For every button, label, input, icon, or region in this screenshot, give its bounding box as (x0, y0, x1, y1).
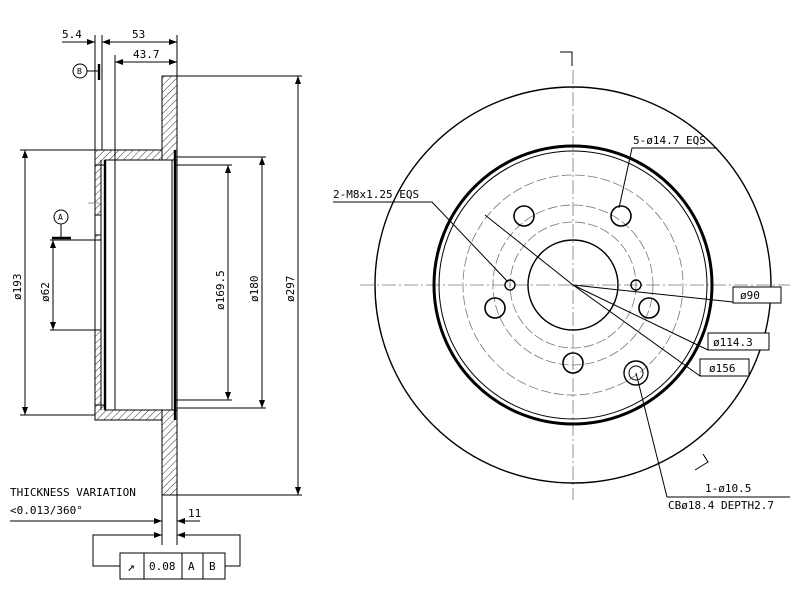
hat-wall-upper (94, 164, 102, 216)
runout-tolerance-frame: ↗ 0.08 A B (119, 552, 226, 580)
svg-text:0.08: 0.08 (149, 560, 176, 573)
center-bore (527, 239, 619, 331)
runout-icon: ↗ (127, 560, 135, 575)
datum-a: A (52, 209, 71, 240)
bolt-holes-label: 5-ø14.7 EQS (633, 134, 706, 147)
hat-wall-mid (94, 234, 102, 241)
front-view: 5-ø14.7 EQS 2-M8x1.25 EQS ø90 ø114.3 ø15… (333, 51, 790, 512)
dim-114: ø114.3 (713, 336, 753, 349)
dim-outer: ø297 (284, 276, 297, 303)
disc-outer-edge (374, 86, 772, 484)
threaded-holes-label: 2-M8x1.25 EQS (333, 188, 419, 201)
datum-b: B (72, 63, 101, 80)
svg-text:B: B (209, 560, 216, 573)
dim-hat-depth: 43.7 (133, 48, 160, 61)
svg-text:A: A (58, 213, 63, 222)
threaded-hole (630, 279, 642, 291)
section-view: 5.4 53 43.7 B A ø193 ø62 ø169.5 (10, 28, 302, 580)
hat-wall-lower (94, 329, 102, 406)
thickness-variation-value: <0.013/360° (10, 504, 83, 517)
dim-156: ø156 (709, 362, 736, 375)
bolt-holes (484, 205, 660, 374)
dim-inner-180: ø180 (248, 276, 261, 303)
svg-text:A: A (188, 560, 195, 573)
counterbore-hole (623, 360, 649, 386)
dim-90: ø90 (740, 289, 760, 302)
dim-offset: 5.4 (62, 28, 82, 41)
thickness-variation-label: THICKNESS VARIATION (10, 486, 136, 499)
hat-outer (432, 144, 714, 426)
dim-hat-dia: ø193 (11, 274, 24, 301)
dim-inner-169: ø169.5 (214, 270, 227, 310)
dim-thickness: 11 (188, 507, 201, 520)
dim-center-bore: ø62 (39, 282, 52, 302)
cb-hole-label-2: CBø18.4 DEPTH2.7 (668, 499, 774, 512)
threaded-hole (504, 279, 516, 291)
svg-text:B: B (77, 67, 82, 76)
cb-hole-label-1: 1-ø10.5 (705, 482, 751, 495)
dim-total-height: 53 (132, 28, 145, 41)
